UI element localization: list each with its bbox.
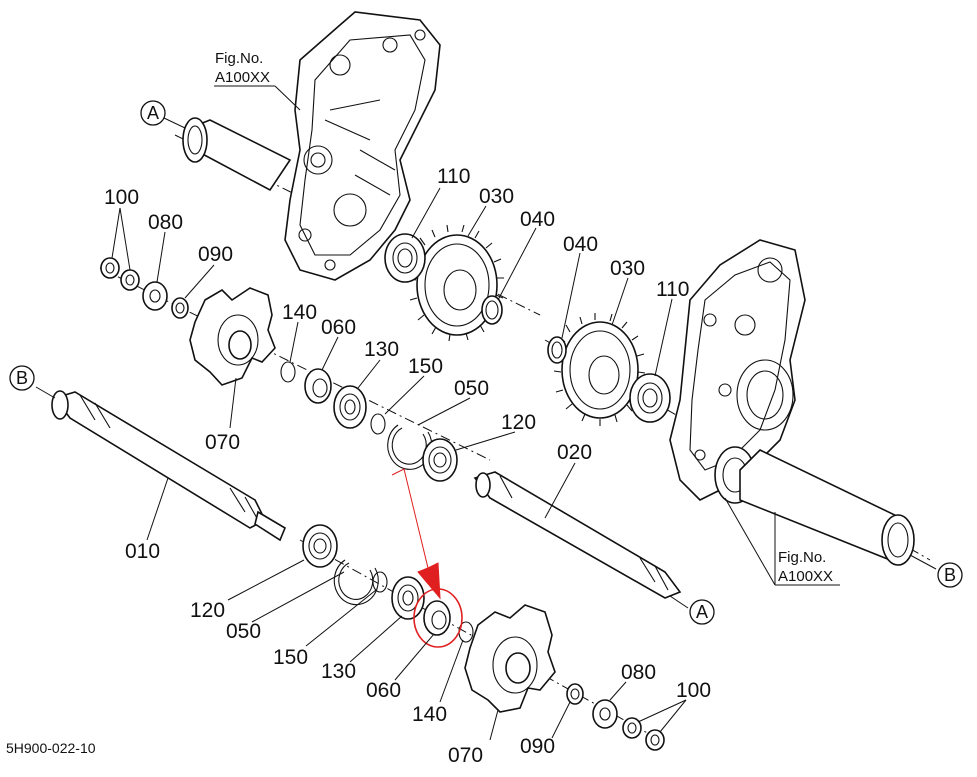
- svg-text:B: B: [944, 565, 956, 585]
- nut-100-bottom-a: [622, 717, 642, 739]
- callout-110-right: 110: [656, 278, 689, 301]
- callout-140-bottom: 140: [412, 703, 447, 726]
- callout-050-top: 050: [454, 377, 489, 400]
- callout-070-top: 070: [205, 431, 240, 454]
- washer-080-top: [142, 281, 168, 311]
- collar-060-top: [304, 368, 332, 404]
- fig-ref-bottom-line1: Fig.No.: [778, 549, 826, 566]
- callout-060-top: 060: [321, 316, 356, 339]
- callout-030-right: 030: [610, 257, 645, 280]
- upper-housing: [284, 11, 441, 281]
- svg-text:A: A: [147, 103, 159, 123]
- callout-100-bottom: 100: [676, 679, 711, 702]
- callout-140-top: 140: [282, 301, 317, 324]
- callout-100-top: 100: [104, 186, 139, 209]
- callout-070-bottom: 070: [448, 744, 483, 767]
- ref-marker-b-right: B: [937, 562, 963, 588]
- lower-tube: [739, 449, 915, 566]
- callout-150-bottom: 150: [273, 646, 308, 669]
- svg-text:B: B: [16, 368, 28, 388]
- bearing-130-top: [333, 385, 367, 429]
- nut-100-top-b: [120, 269, 140, 291]
- sprocket-070-top: [189, 287, 276, 386]
- washer-090-bottom: [566, 683, 584, 705]
- fig-ref-top-line1: Fig.No.: [215, 50, 263, 67]
- ref-marker-b-left: B: [9, 365, 35, 391]
- callout-020-shaft: 020: [557, 441, 592, 464]
- washer-080-bottom: [592, 699, 618, 729]
- leader-lines: [35, 85, 937, 741]
- callout-130-top: 130: [364, 338, 399, 361]
- callout-labels: 110 030 040 040 030 110 100 080 090 140 …: [104, 165, 711, 767]
- ref-marker-a-bottom: A: [689, 599, 715, 625]
- collar-060-bottom: [423, 600, 451, 636]
- circlip-040-top: [481, 295, 503, 325]
- ref-marker-a-top: A: [140, 100, 166, 126]
- shaft-020: [473, 471, 682, 599]
- callout-050-bottom: 050: [226, 620, 261, 643]
- gear-030-top: [408, 224, 504, 342]
- shaft-010: [51, 390, 287, 542]
- callout-060-bottom: 060: [366, 679, 401, 702]
- callout-150-top: 150: [408, 355, 443, 378]
- callout-120-top: 120: [501, 411, 536, 434]
- bearing-120-bottom: [302, 524, 338, 568]
- bearing-130-bottom: [391, 576, 425, 620]
- lower-right-housing: [669, 239, 806, 504]
- sprocket-070-bottom: [464, 604, 556, 713]
- gear-030-right: [553, 313, 646, 426]
- oring-150-top: [370, 413, 386, 435]
- bearing-110-top: [384, 233, 426, 283]
- oring-140-top: [280, 361, 296, 383]
- nut-100-bottom-b: [645, 729, 665, 751]
- bearing-120-top: [422, 438, 458, 482]
- callout-130-bottom: 130: [321, 660, 356, 683]
- oring-150-bottom: [372, 571, 388, 593]
- highlight-arrow: [391, 468, 441, 600]
- callout-080-top: 080: [148, 211, 183, 234]
- svg-text:A: A: [696, 602, 708, 622]
- nut-100-top-a: [100, 257, 120, 279]
- circlip-040-right: [547, 336, 567, 364]
- callout-110-top: 110: [437, 165, 470, 188]
- fig-ref-top-line2: A100XX: [215, 69, 270, 86]
- callout-090-top: 090: [198, 243, 233, 266]
- callout-040-right: 040: [563, 233, 598, 256]
- washer-090-top: [171, 297, 189, 319]
- fig-ref-bottom-line2: A100XX: [778, 568, 833, 585]
- callout-010-shaft: 010: [125, 540, 160, 563]
- callout-090-bottom: 090: [520, 735, 555, 758]
- figure-code: 5H900-022-10: [6, 740, 96, 756]
- bearing-110-right: [629, 373, 671, 423]
- callout-030-top: 030: [479, 185, 514, 208]
- highlight-circle: [413, 588, 463, 648]
- snapring-050-bottom: [333, 559, 379, 606]
- callout-080-bottom: 080: [621, 661, 656, 684]
- upper-tube: [182, 117, 292, 192]
- callout-120-bottom: 120: [190, 599, 225, 622]
- callout-040-top: 040: [520, 208, 555, 231]
